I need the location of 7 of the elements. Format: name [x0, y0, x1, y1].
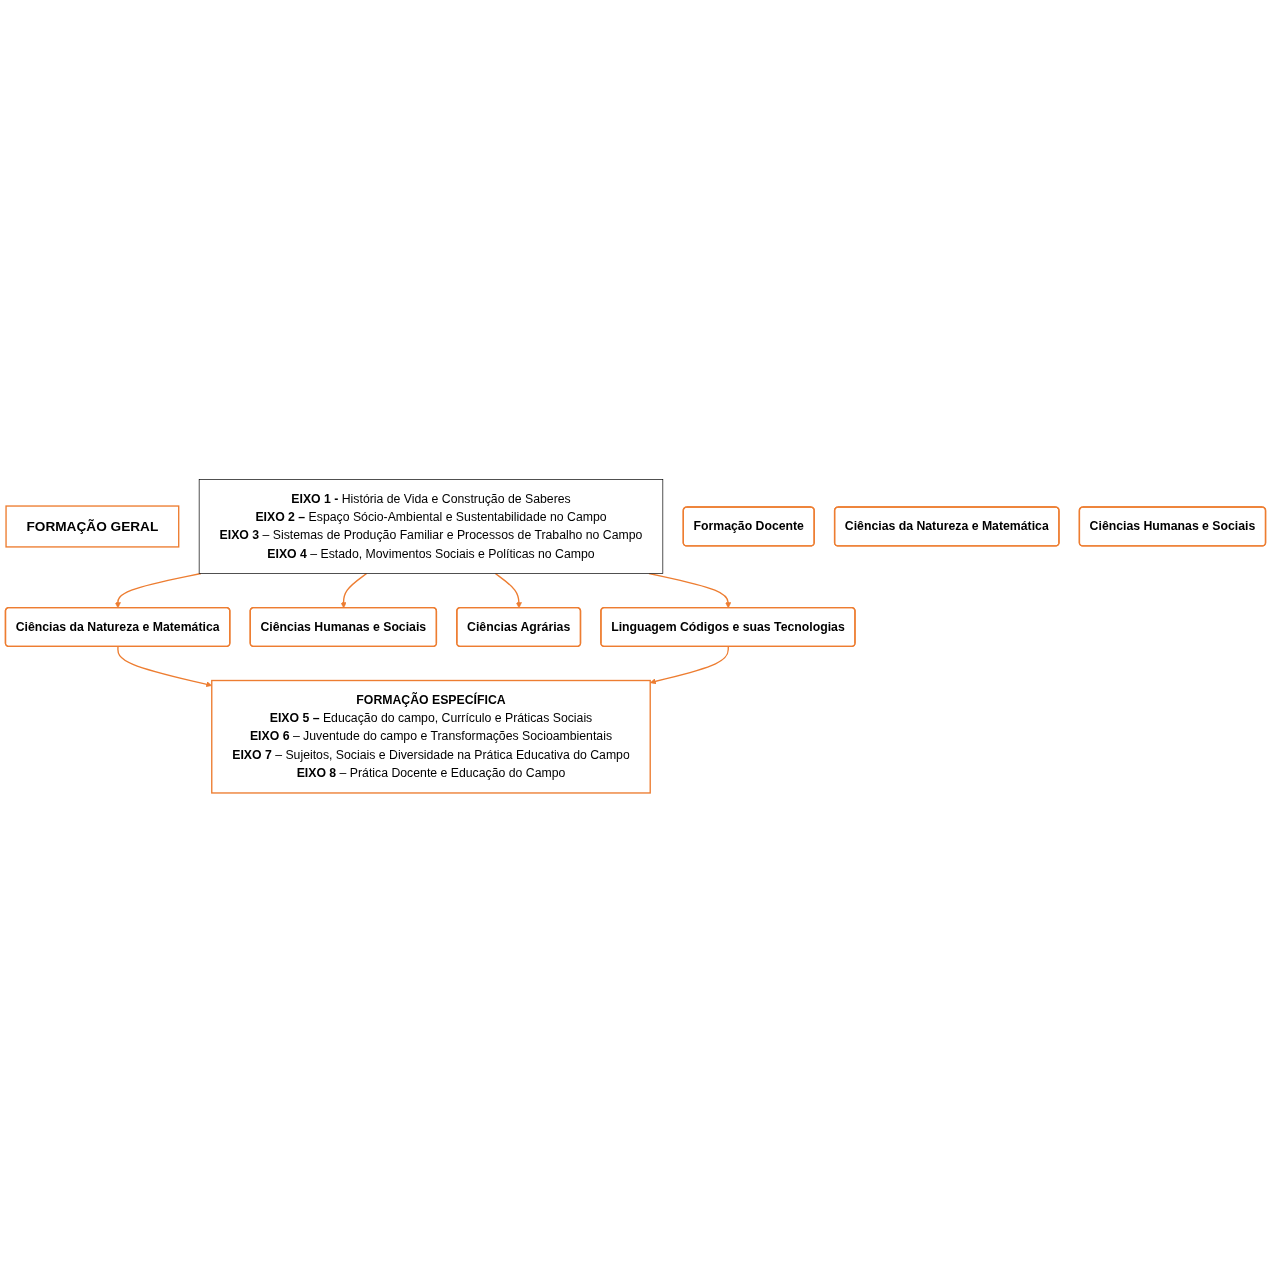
arrow: [114, 573, 202, 609]
node-box: FORMAÇÃO GERAL: [5, 505, 180, 548]
arrow: [649, 646, 729, 685]
arrow: [340, 573, 368, 609]
node-box: EIXO 1 - História de Vida e Construção de Saberes EIXO 2 – Espaço Sócio-Ambiental e Sustentabilidade no Campo EIXO 3 – Sistemas de Produção Familiar e Processos de Trabalho no Campo EIXO 4 – Estado, Movimentos Sociais e Políticas no Campo: [198, 479, 664, 575]
arrow: [494, 573, 522, 609]
node-box: FORMAÇÃO ESPECÍFICA EIXO 5 – Educação do campo, Currículo e Práticas Sociais EIXO 6 – Juventude do campo e Transformações Socioambientais EIXO 7 – Sujeitos, Sociais e Diversidade na Prática Educativa do Campo EIXO 8 – Prática Docente e Educação do Campo: [211, 680, 651, 794]
